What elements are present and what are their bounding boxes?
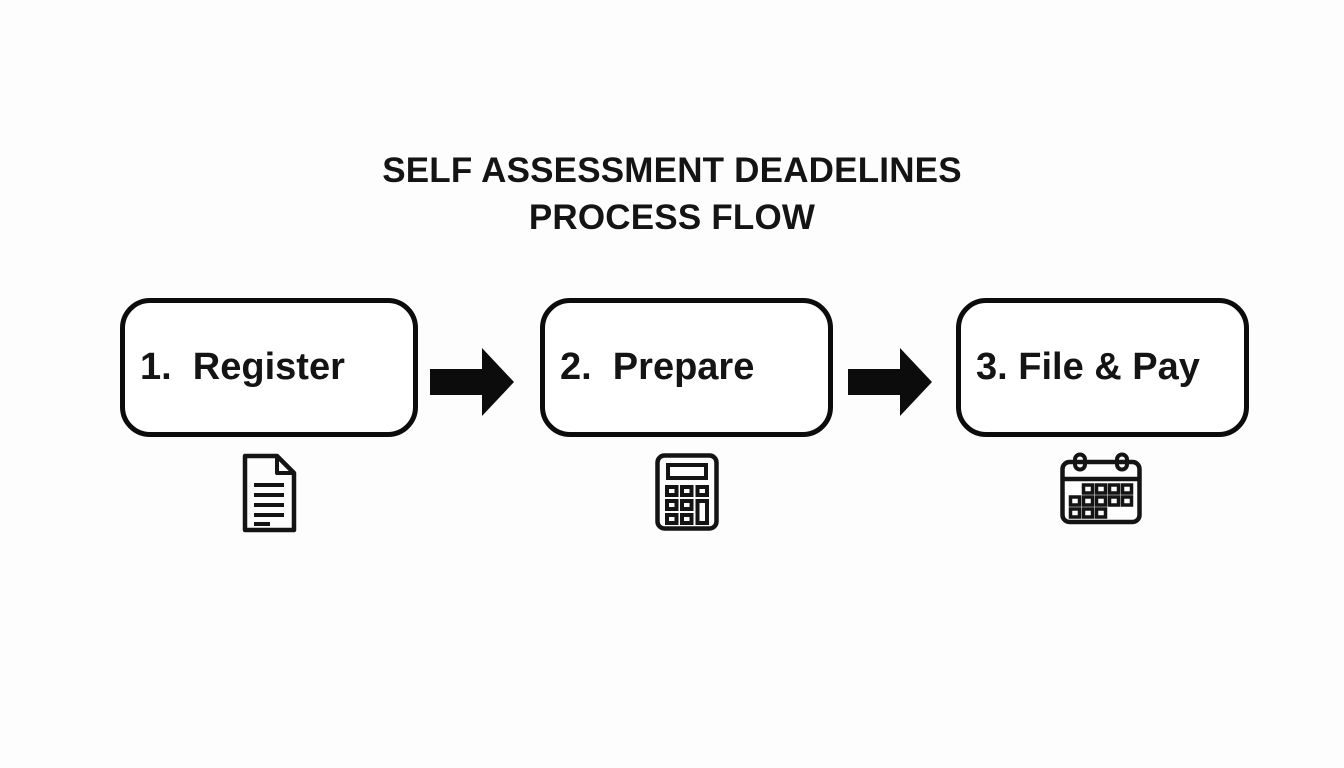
- step-label-register: 1. Register: [140, 346, 345, 388]
- calculator-icon: [655, 453, 719, 531]
- step-box-prepare: 2. Prepare: [540, 298, 833, 437]
- page-title-line-1: SELF ASSESSMENT DEADELINES: [382, 151, 962, 190]
- arrow-right-icon: [848, 348, 932, 416]
- calendar-icon: [1060, 452, 1142, 525]
- page-title-line-2: PROCESS FLOW: [528, 198, 816, 237]
- step-box-register: 1. Register: [120, 298, 418, 437]
- arrow-right-icon: [430, 348, 514, 416]
- page-title: SELF ASSESSMENT DEADELINES PROCESS FLOW: [0, 147, 1344, 241]
- step-label-file-pay: 3. File & Pay: [976, 346, 1200, 388]
- document-icon: [242, 453, 297, 533]
- step-box-file-pay: 3. File & Pay: [956, 298, 1249, 437]
- step-label-prepare: 2. Prepare: [560, 346, 755, 388]
